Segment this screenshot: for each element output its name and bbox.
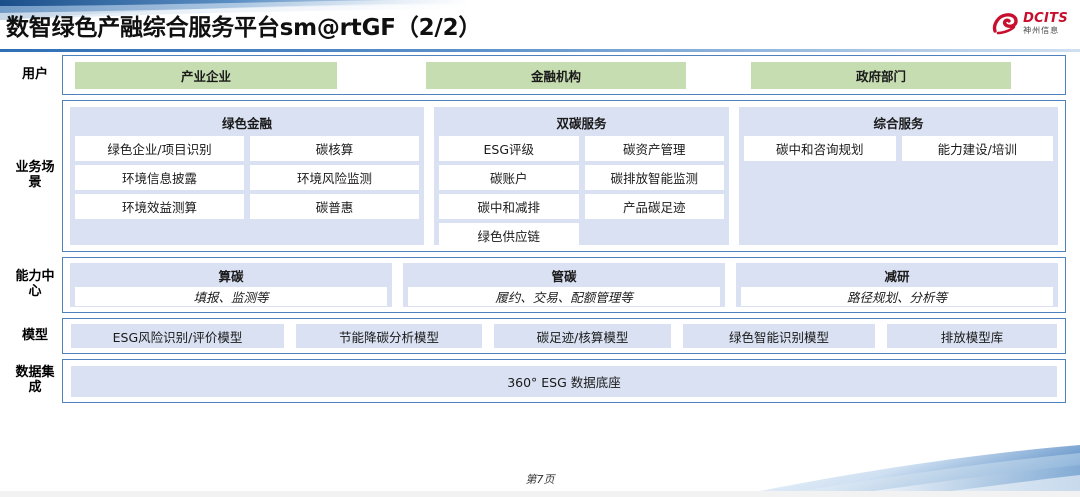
- user-box[interactable]: 金融机构: [426, 61, 686, 89]
- title-bar: 数智绿色产融综合服务平台sm@rtGF（2/2） DCITS 神州信息: [0, 6, 1080, 52]
- row-label-users: 用户: [21, 66, 48, 82]
- row-business-scenario: 业务场景 绿色金融 绿色企业/项目识别 碳核算 环境信息披露 环境风险监测 环境…: [8, 100, 1066, 252]
- capability-panel: 减研 路径规划、分析等: [736, 263, 1058, 307]
- scenario-item[interactable]: 碳中和咨询规划: [744, 136, 896, 161]
- scenario-item[interactable]: 环境效益测算: [75, 194, 244, 219]
- row-label-data-integration: 数据集成: [15, 365, 55, 395]
- row-body-data-integration: 360° ESG 数据底座: [62, 359, 1066, 403]
- scenario-item[interactable]: 产品碳足迹: [584, 194, 724, 219]
- scenario-item-grid: 绿色企业/项目识别 碳核算 环境信息披露 环境风险监测 环境效益测算 碳普惠: [75, 136, 419, 219]
- architecture-grid: 用户 产业企业 金融机构 政府部门 业务场景 绿色金融 绿色企业/项目识别 碳核…: [8, 55, 1066, 465]
- dcits-swirl-icon: [992, 12, 1018, 35]
- page-number: 第7页: [525, 473, 555, 486]
- scenario-item[interactable]: 环境风险监测: [250, 165, 419, 190]
- model-box[interactable]: 碳足迹/核算模型: [494, 324, 671, 348]
- scenario-item[interactable]: 碳普惠: [250, 194, 419, 219]
- capability-title: 减研: [884, 269, 910, 284]
- data-foundation-box[interactable]: 360° ESG 数据底座: [71, 365, 1057, 397]
- row-body-business-scenario: 绿色金融 绿色企业/项目识别 碳核算 环境信息披露 环境风险监测 环境效益测算 …: [62, 100, 1066, 252]
- row-capability-center: 能力中心 算碳 填报、监测等 管碳 履约、交易、配额管理等 减研 路径规划、分析…: [8, 257, 1066, 313]
- scenario-panel-title: 综合服务: [873, 116, 924, 131]
- scenario-item-grid: 碳中和咨询规划 能力建设/培训: [744, 136, 1053, 161]
- capability-subtitle[interactable]: 履约、交易、配额管理等: [408, 287, 720, 306]
- capability-panel: 管碳 履约、交易、配额管理等: [403, 263, 725, 307]
- title-divider: [0, 49, 1080, 52]
- scenario-item[interactable]: 碳排放智能监测: [584, 165, 724, 190]
- capability-title: 管碳: [551, 269, 577, 284]
- capability-panel: 算碳 填报、监测等: [70, 263, 392, 307]
- scenario-item[interactable]: 绿色供应链: [439, 223, 579, 248]
- scenario-panel-title: 双碳服务: [556, 116, 607, 131]
- scenario-item[interactable]: 碳中和减排: [439, 194, 579, 219]
- capability-title: 算碳: [218, 269, 244, 284]
- scenario-item[interactable]: 碳账户: [439, 165, 579, 190]
- scenario-item[interactable]: 碳资产管理: [584, 136, 724, 161]
- scenario-panel-title: 绿色金融: [221, 116, 272, 131]
- capability-subtitle[interactable]: 路径规划、分析等: [741, 287, 1053, 306]
- row-model: 模型 ESG风险识别/评价模型 节能降碳分析模型 碳足迹/核算模型 绿色智能识别…: [8, 318, 1066, 354]
- logo-subtext: 神州信息: [1023, 26, 1060, 35]
- row-data-integration: 数据集成 360° ESG 数据底座: [8, 359, 1066, 403]
- scenario-item[interactable]: 碳核算: [250, 136, 419, 161]
- brand-logo: DCITS 神州信息: [992, 12, 1068, 35]
- user-box[interactable]: 政府部门: [751, 61, 1011, 89]
- row-body-capability-center: 算碳 填报、监测等 管碳 履约、交易、配额管理等 减研 路径规划、分析等: [62, 257, 1066, 313]
- row-users: 用户 产业企业 金融机构 政府部门: [8, 55, 1066, 95]
- user-box[interactable]: 产业企业: [75, 61, 337, 89]
- bottom-strip: [0, 491, 1080, 497]
- model-box[interactable]: 排放模型库: [887, 324, 1057, 348]
- scenario-panel-green-finance: 绿色金融 绿色企业/项目识别 碳核算 环境信息披露 环境风险监测 环境效益测算 …: [70, 107, 424, 245]
- page-title: 数智绿色产融综合服务平台sm@rtGF（2/2）: [6, 15, 482, 41]
- model-box[interactable]: 绿色智能识别模型: [683, 324, 875, 348]
- scenario-item[interactable]: ESG评级: [439, 136, 579, 161]
- scenario-panel-dual-carbon: 双碳服务 ESG评级 碳资产管理 碳账户 碳排放智能监测 碳中和减排 产品碳足迹…: [434, 107, 729, 248]
- row-label-business-scenario: 业务场景: [15, 160, 55, 190]
- row-body-model: ESG风险识别/评价模型 节能降碳分析模型 碳足迹/核算模型 绿色智能识别模型 …: [62, 318, 1066, 354]
- scenario-item[interactable]: 环境信息披露: [75, 165, 244, 190]
- scenario-item-grid: ESG评级 碳资产管理 碳账户 碳排放智能监测 碳中和减排 产品碳足迹 绿色供应…: [439, 136, 724, 248]
- row-body-users: 产业企业 金融机构 政府部门: [62, 55, 1066, 95]
- row-label-capability-center: 能力中心: [15, 269, 55, 299]
- scenario-item[interactable]: 能力建设/培训: [901, 136, 1053, 161]
- logo-wordmark: DCITS: [1023, 11, 1068, 26]
- row-label-model: 模型: [21, 327, 48, 343]
- scenario-item[interactable]: 绿色企业/项目识别: [75, 136, 244, 161]
- model-box[interactable]: ESG风险识别/评价模型: [71, 324, 284, 348]
- capability-subtitle[interactable]: 填报、监测等: [75, 287, 387, 306]
- model-box[interactable]: 节能降碳分析模型: [296, 324, 482, 348]
- scenario-panel-comprehensive: 综合服务 碳中和咨询规划 能力建设/培训: [739, 107, 1058, 245]
